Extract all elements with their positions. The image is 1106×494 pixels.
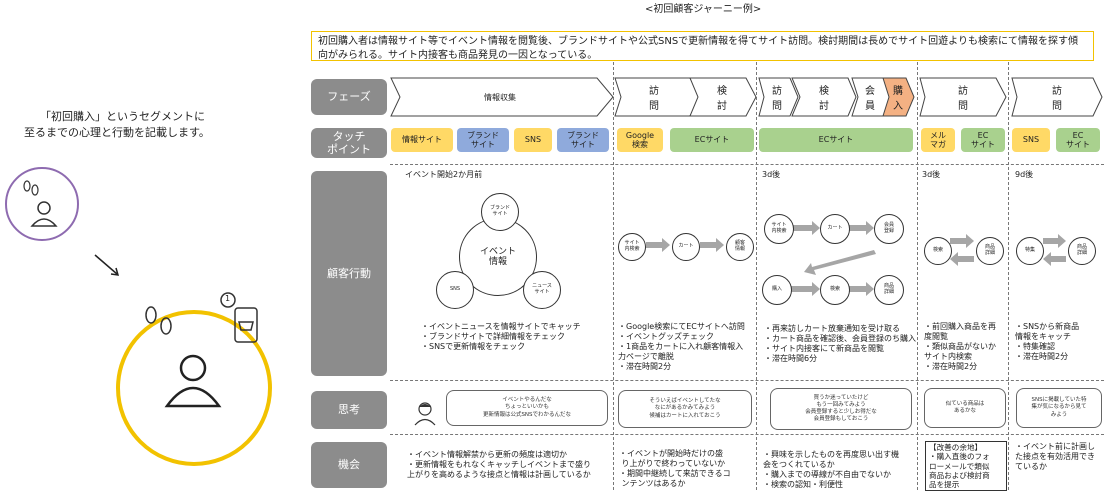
venn-sns: SNS (436, 271, 474, 309)
touch-ec-site: ECサイト (670, 128, 754, 152)
timing-label: 9d後 (1015, 170, 1034, 179)
touch-google: Google 検索 (617, 128, 663, 152)
thought-bubble: 買うか迷っていたけど もう一回みてみよう 会員登録すると少しお得だな 会員登録も… (770, 388, 912, 430)
row-divider (390, 164, 1104, 165)
row-label-opportunity: 機会 (311, 442, 387, 488)
touch-ec-site-4: EC サイト (1056, 128, 1100, 152)
behavior-text: ・イベントニュースを情報サイトでキャッチ ・ブランドサイトで詳細情報をチェック … (421, 322, 581, 351)
venn-news-site: ニュース サイト (523, 271, 561, 309)
opportunity-improvement-box: 【改善の余地】 ・購入直後のフォ ローメールで類似 商品および検討商 品を提示 (925, 441, 1007, 491)
column-divider (756, 62, 757, 490)
column-divider (917, 62, 918, 490)
caption-line-2: 至るまでの心理と行動を記載します。 (24, 126, 210, 139)
flow-node-site-search-2: サイト 内検索 (764, 214, 794, 244)
flow-node-purchase: 購入 (762, 275, 792, 305)
persona-illustration (5, 167, 272, 466)
summary-box: 初回購入者は情報サイト等でイベント情報を閲覧後、ブランドサイトや公式SNSで更新… (311, 31, 1094, 61)
row-label-thought: 思考 (311, 391, 387, 429)
touch-ec-site-3: EC サイト (961, 128, 1005, 152)
smartphone-cart-icon (220, 292, 258, 343)
opportunity-text: ・イベント前に計画し た接点を有効活用でき ているか (1015, 442, 1095, 471)
caption-line-1: 「初回購入」というセグメントに (40, 110, 205, 123)
flow-node-product-detail: 商品 詳細 (874, 275, 904, 305)
thinking-person-icon (414, 402, 436, 426)
touch-label-2: ポイント (327, 143, 371, 156)
phase-visit: 訪 問 (649, 86, 659, 112)
arrow-icon (94, 254, 118, 275)
row-divider (390, 380, 1104, 381)
phase-purchase: 購 入 (893, 86, 903, 112)
behavior-text: ・SNSから新商品 情報をキャッチ ・特集確認 ・滞在時間2分 (1015, 322, 1080, 361)
flow-arrows (646, 221, 1066, 296)
phase-visit-4: 訪 問 (1052, 86, 1062, 112)
touch-sns: SNS (514, 128, 552, 152)
phase-info-gathering: 情報収集 (484, 92, 516, 102)
phase-chevrons (390, 77, 1103, 117)
timing-label: 3d後 (922, 170, 941, 179)
opportunity-text: ・興味を示したものを再度思い出す機 会をつくれているか ・購入までの導線が不自由… (763, 450, 899, 489)
thought-bubble: SNSに掲載していた特 集が気になるから見て みよう (1016, 388, 1102, 428)
touch-sns-2: SNS (1012, 128, 1050, 152)
behavior-text: ・再来訪しカート放棄通知を受け取る ・カート商品を確認後、会員登録のち購入 ・サ… (764, 324, 916, 363)
phase-consider: 検 討 (717, 86, 727, 112)
flow-node-cart: カート (672, 233, 700, 261)
behavior-text: ・前回購入商品を再 度閲覧 ・類似商品がないか サイト内検索 ・滞在時間2分 (924, 322, 996, 371)
flow-node-feature: 特集 (1016, 237, 1044, 265)
flow-node-search: 検索 (820, 275, 850, 305)
timing-label: 3d後 (762, 170, 781, 179)
flow-node-member-register: 会員 登録 (874, 214, 904, 244)
thought-bubble: イベントやるんだな ちょっといいかも 更新情報は公式SNSでわかるんだな (446, 390, 608, 426)
phase-visit-2: 訪 問 (772, 86, 782, 112)
row-label-phase: フェーズ (311, 79, 387, 115)
flow-node-cart-2: カート (820, 214, 850, 244)
row-label-behavior: 顧客行動 (311, 171, 387, 376)
phase-consider-2: 検 討 (819, 86, 829, 112)
touch-info-site: 情報サイト (391, 128, 453, 152)
touch-brand-site: ブランド サイト (457, 128, 509, 152)
touch-mailmag: メル マガ (921, 128, 955, 152)
phase-member: 会 員 (865, 86, 875, 112)
badge-number: 1 (225, 294, 231, 303)
flow-node-product-detail-3: 商品 詳細 (1068, 237, 1096, 265)
journey-title: <初回顧客ジャーニー例> (645, 4, 762, 15)
flow-node-search-2: 検索 (924, 237, 952, 265)
flow-node-site-search: サイト 内検索 (618, 233, 646, 261)
footprints-icon-large (145, 306, 172, 335)
touch-label-1: タッチ (332, 129, 366, 143)
venn-brand-site: ブランド サイト (481, 193, 519, 231)
row-divider (390, 434, 1104, 435)
thought-bubble: 似ている商品は あるかな (924, 388, 1006, 428)
thought-bubble: そういえばイベントしてたな なにがあるかみてみよう 候補はカートに入れておこう (618, 390, 752, 428)
column-divider (613, 62, 614, 490)
flow-node-product-detail-2: 商品 詳細 (976, 237, 1004, 265)
footprints-icon (23, 180, 39, 196)
opportunity-text: ・イベント情報解禁から更新の頻度は適切か ・更新情報をもれなくキャッチしイベント… (407, 450, 591, 479)
row-label-touchpoint: タッチ ポイント (311, 128, 387, 158)
opportunity-text: ・イベントが開始時だけの盛 り上がりで終わっていないか ・期間中継続して来訪でき… (619, 449, 731, 488)
person-icon-large (164, 354, 222, 408)
person-icon (30, 201, 58, 227)
column-divider (1008, 62, 1009, 490)
behavior-text: ・Google検索にてECサイトへ訪問 ・イベントグッズチェック ・1商品をカー… (618, 322, 745, 371)
phase-visit-3: 訪 問 (958, 86, 968, 112)
flow-node-customer-info: 顧客 情報 (726, 233, 754, 261)
touch-ec-site-2: ECサイト (759, 128, 913, 152)
touch-brand-site-2: ブランド サイト (557, 128, 609, 152)
timing-label: イベント開始2か月前 (405, 170, 483, 179)
